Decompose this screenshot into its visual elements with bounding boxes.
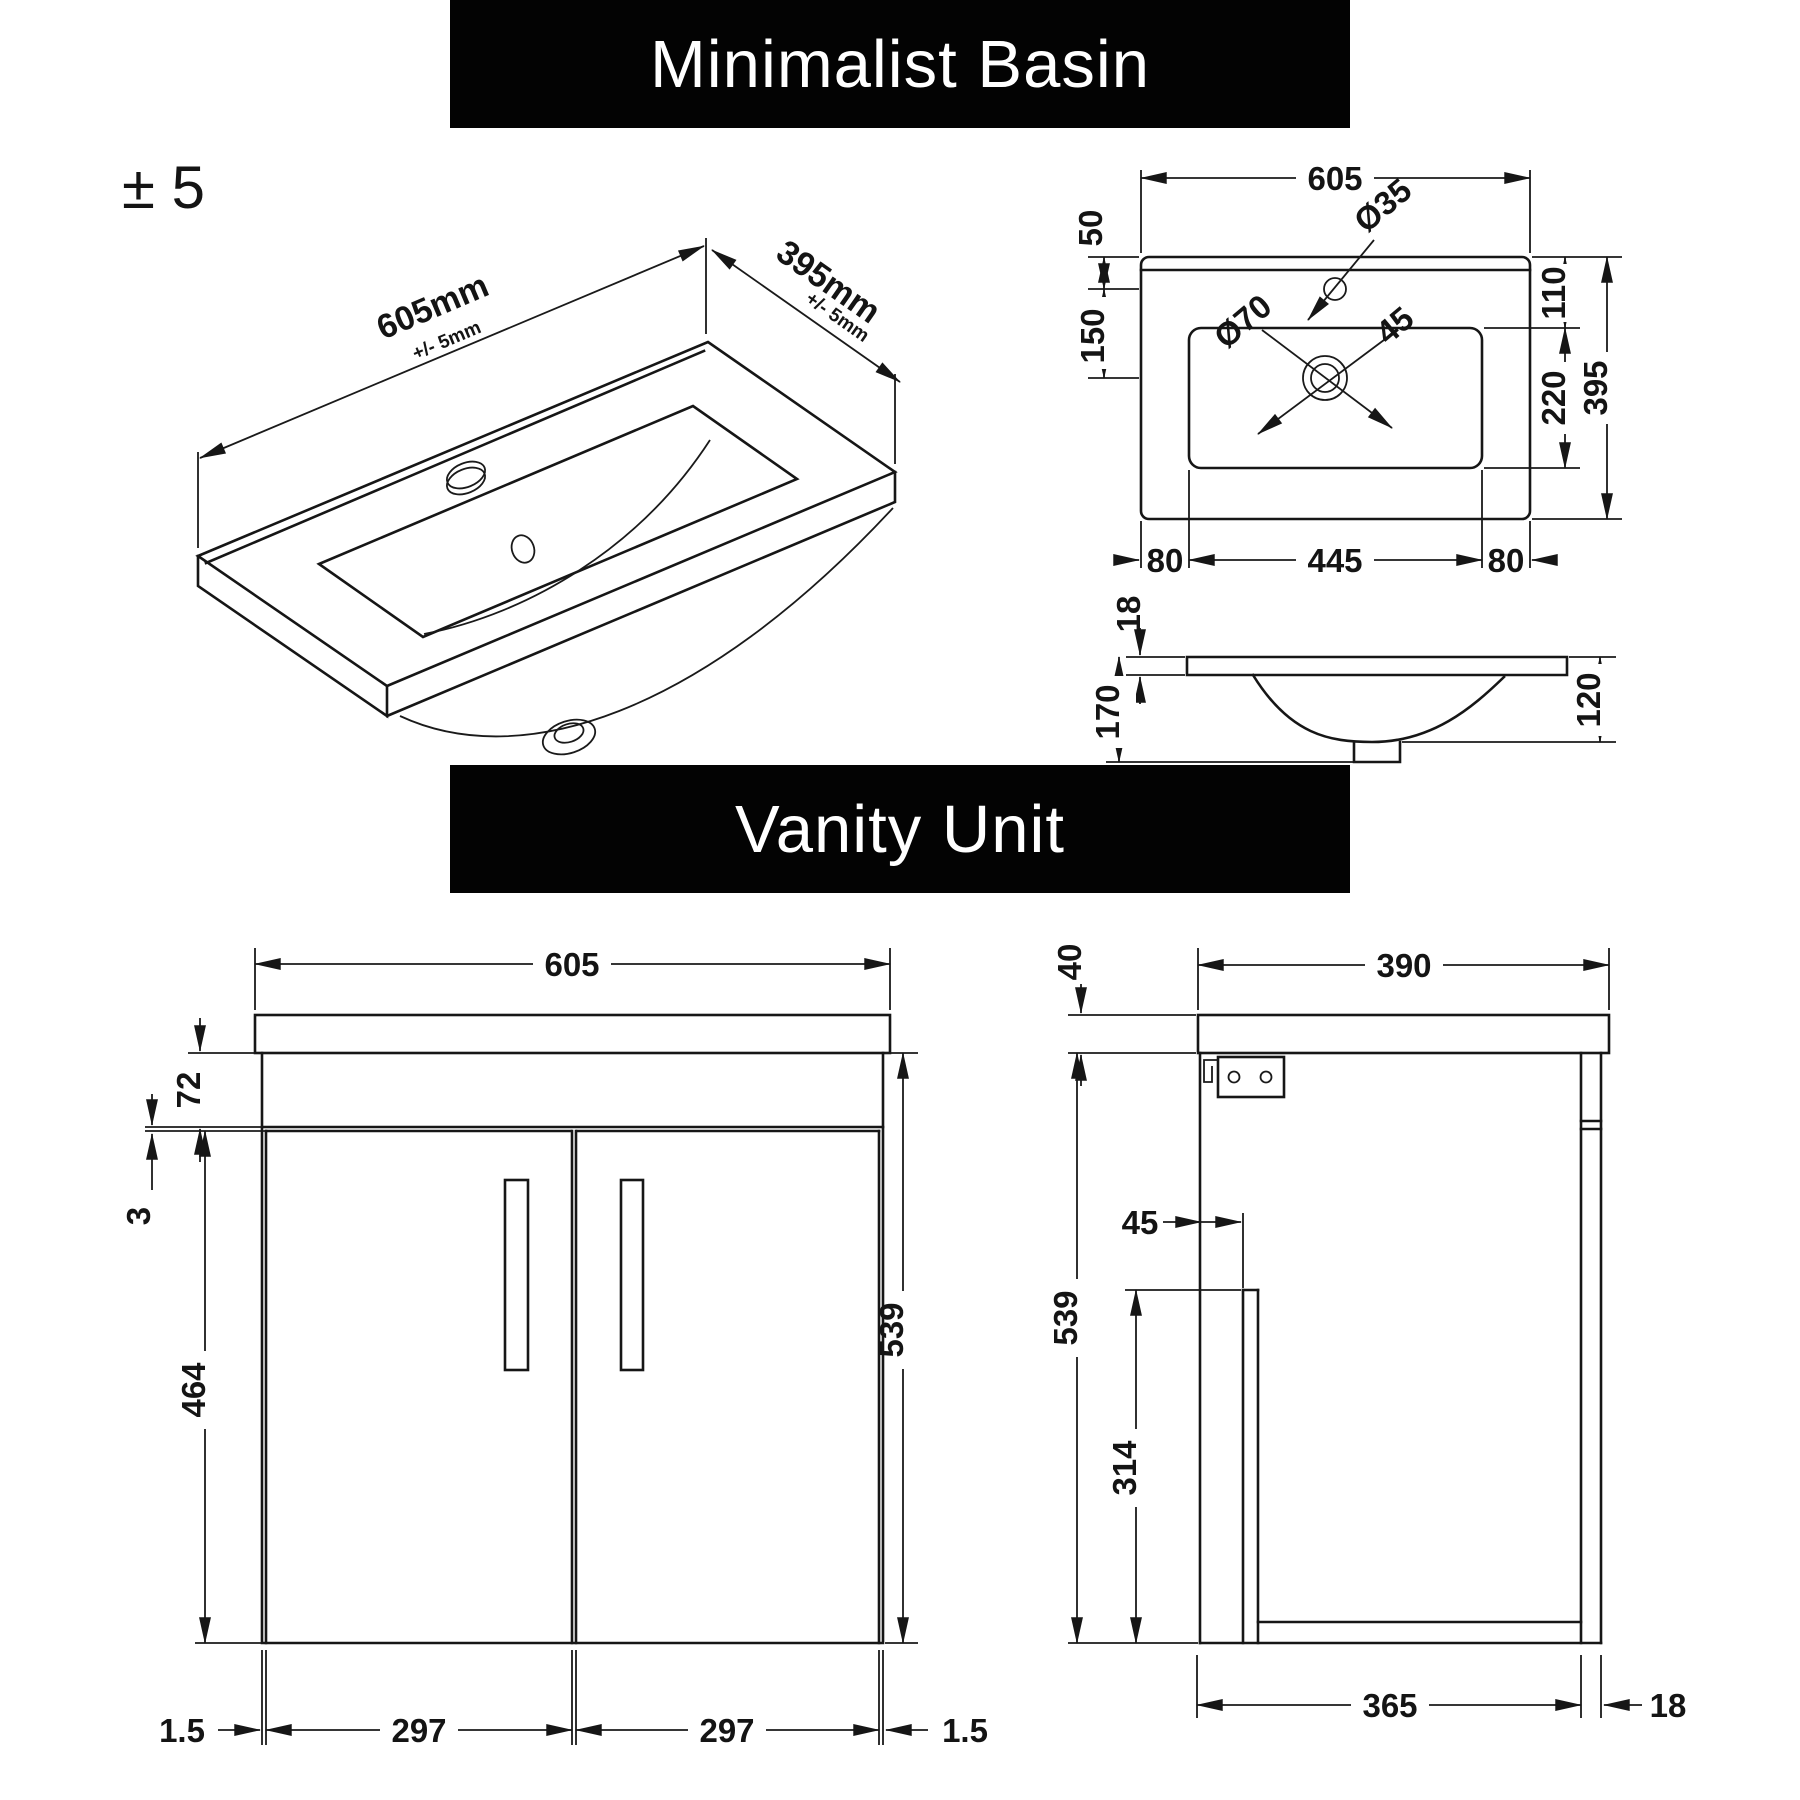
iso-drain-outer bbox=[541, 718, 597, 756]
side-worktop bbox=[1196, 1013, 1611, 1055]
plan-overall-depth-label: 395 bbox=[1577, 360, 1614, 415]
front-right-door-width-label: 297 bbox=[699, 1712, 754, 1749]
basin-iso-view: 605mm +/- 5mm 395mm +/- 5mm bbox=[195, 233, 901, 756]
plan-drain-inner-label: 45 bbox=[1369, 299, 1421, 351]
iso-bowl-opening bbox=[316, 404, 800, 639]
side-unit-height-label: 539 bbox=[1047, 1290, 1084, 1345]
front-right-reveal-label: 1.5 bbox=[942, 1712, 988, 1749]
iso-overflow-hole bbox=[510, 534, 536, 564]
front-right-handle bbox=[619, 1178, 645, 1372]
front-left-reveal-label: 1.5 bbox=[159, 1712, 205, 1749]
iso-basin-top-face bbox=[195, 340, 898, 688]
side-internal-depth-label: 365 bbox=[1362, 1687, 1417, 1724]
side-bracket-screw-2 bbox=[1259, 1070, 1273, 1084]
iso-basin-edge-thickness bbox=[196, 470, 897, 719]
basin-plan-view: 605 50 150 Ø35 Ø70 45 110 220 bbox=[1072, 160, 1624, 579]
front-left-handle bbox=[503, 1178, 530, 1372]
plan-outer-outline bbox=[1139, 255, 1532, 521]
side-worktop-thickness-label: 40 bbox=[1051, 944, 1088, 981]
front-unit-height-label: 539 bbox=[873, 1302, 910, 1357]
section-bowl-curve bbox=[1251, 673, 1506, 744]
iso-tap-hole-depth bbox=[446, 466, 486, 496]
front-width-label: 605 bbox=[544, 946, 599, 983]
side-wall-bracket bbox=[1216, 1055, 1286, 1099]
side-bracket-hook bbox=[1203, 1059, 1218, 1083]
plan-tap-to-drain-label: 150 bbox=[1074, 308, 1111, 363]
vanity-title: Vanity Unit bbox=[734, 791, 1065, 867]
basin-title-banner: Minimalist Basin bbox=[450, 0, 1350, 128]
front-door-gap-label: 3 bbox=[120, 1207, 157, 1225]
plan-drain-dia-label: Ø70 bbox=[1207, 287, 1279, 355]
side-depth-label: 390 bbox=[1376, 947, 1431, 984]
vanity-side-view: 40 390 45 539 314 bbox=[1047, 944, 1686, 1724]
section-bowl-height-label: 120 bbox=[1570, 672, 1607, 727]
plan-bowl-depth-label: 220 bbox=[1535, 370, 1572, 425]
front-worktop-zone-label: 72 bbox=[170, 1072, 207, 1109]
iso-bowl-underside bbox=[399, 507, 894, 738]
plan-bowl-width-label: 445 bbox=[1307, 542, 1362, 579]
plan-drain-leader-1 bbox=[1261, 329, 1393, 429]
side-bracket-screw-1 bbox=[1227, 1070, 1241, 1084]
section-height-label: 170 bbox=[1089, 684, 1126, 739]
plan-bowl-outline bbox=[1187, 326, 1484, 470]
section-rim bbox=[1185, 655, 1569, 677]
plan-right-margin-label: 80 bbox=[1488, 542, 1525, 579]
front-left-door-width-label: 297 bbox=[391, 1712, 446, 1749]
plan-back-to-bowl-label: 110 bbox=[1535, 266, 1572, 319]
basin-section-view: 18 170 120 bbox=[1089, 596, 1617, 764]
basin-title: Minimalist Basin bbox=[649, 26, 1151, 102]
plan-tap-leader bbox=[1307, 239, 1375, 321]
plan-width-label: 605 bbox=[1307, 160, 1362, 197]
vanity-front-view: 605 72 3 464 539 bbox=[120, 946, 988, 1749]
section-rim-thickness-label: 18 bbox=[1110, 596, 1147, 633]
plan-drain-inner bbox=[1310, 363, 1340, 393]
plan-tap-hole bbox=[1323, 277, 1347, 301]
section-drain-stub bbox=[1352, 740, 1402, 764]
plan-back-to-tap-label: 50 bbox=[1072, 210, 1109, 247]
plan-drain-outer bbox=[1302, 355, 1348, 401]
vanity-title-banner: Vanity Unit bbox=[450, 765, 1350, 893]
iso-back-ledge-line bbox=[204, 349, 706, 565]
front-worktop bbox=[253, 1013, 892, 1055]
plan-left-margin-label: 80 bbox=[1147, 542, 1184, 579]
tolerance-note: ± 5 bbox=[122, 154, 205, 221]
iso-tap-hole bbox=[446, 460, 486, 490]
iso-bowl-inner-curve bbox=[423, 439, 711, 635]
front-door-height-label: 464 bbox=[175, 1362, 212, 1418]
side-back-panel-height-label: 314 bbox=[1106, 1440, 1143, 1496]
plan-drain-leader-2 bbox=[1257, 333, 1393, 435]
side-panel-thickness-label: 18 bbox=[1650, 1687, 1687, 1724]
side-back-gap-label: 45 bbox=[1122, 1204, 1159, 1241]
iso-drain-inner bbox=[553, 722, 585, 744]
